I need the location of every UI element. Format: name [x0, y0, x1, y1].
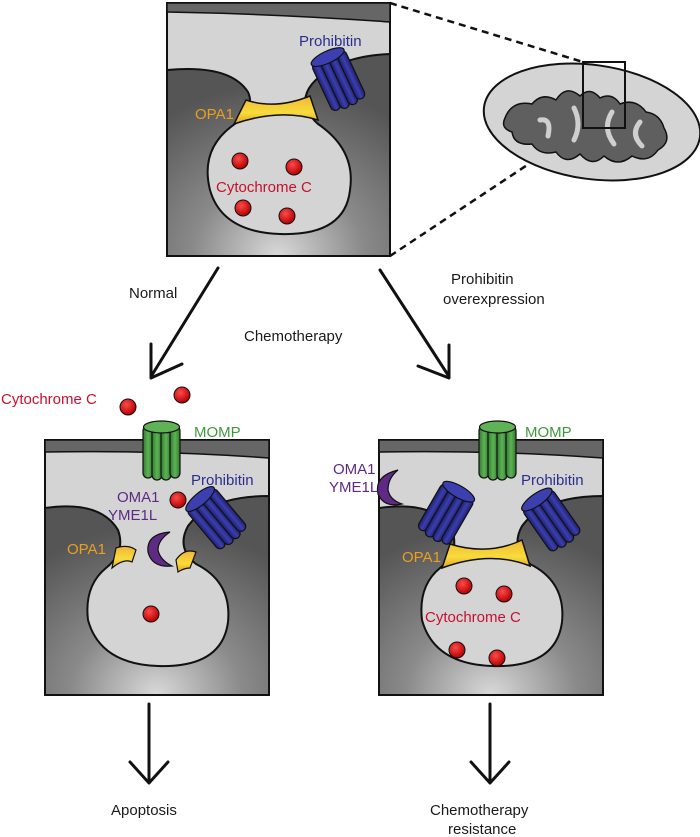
cytochrome-c-molecule: [495, 585, 513, 603]
top-opa1-bridge: [232, 95, 320, 126]
arrow-overexpression: [378, 268, 451, 380]
arrow-to-apoptosis: [128, 702, 170, 785]
outcome-apoptosis: Apoptosis: [111, 802, 177, 819]
cytochrome-c-molecule: [278, 207, 296, 225]
cytochrome-c-molecule: [234, 199, 252, 217]
right-oma1-label: OMA1: [333, 461, 376, 478]
arrow-label-overexpression: overexpression: [443, 291, 545, 308]
arrow-normal: [149, 266, 220, 380]
left-oma1-yme1l-protease: [147, 531, 175, 567]
cytochrome-c-molecule: [169, 491, 187, 509]
outcome-resistance: resistance: [448, 821, 516, 837]
right-opa1-label: OPA1: [402, 549, 441, 566]
left-cristae-membrane: [44, 494, 270, 696]
top-cytochrome-label: Cytochrome C: [216, 179, 312, 196]
zoom-line-top: [389, 1, 584, 64]
top-outer-membrane: [166, 2, 391, 23]
right-yme1l-label: YME1L: [329, 479, 378, 496]
top-prohibitin-complex: [310, 47, 366, 111]
mitochondrion-cristae-folds: [537, 105, 645, 149]
arrow-to-resistance: [469, 702, 511, 785]
left-opa1-fragment: [111, 545, 137, 570]
right-momp-label: MOMP: [525, 424, 572, 441]
arrow-label-prohibitin: Prohibitin: [451, 271, 514, 288]
left-oma1-label: OMA1: [117, 489, 160, 506]
cytochrome-c-molecule: [285, 158, 303, 176]
cytochrome-c-molecule: [231, 152, 249, 170]
cytochrome-c-molecule: [142, 605, 160, 623]
arrow-label-chemotherapy: Chemotherapy: [244, 328, 343, 345]
right-oma1-yme1l-protease: [376, 469, 405, 506]
cytochrome-c-molecule: [173, 386, 191, 404]
right-prohibitin-complex: [417, 480, 476, 545]
zoom-box: [582, 61, 626, 129]
mitochondrion-overview: [482, 61, 700, 182]
left-panel: Cytochrome C MOMP Prohibitin OMA1 YME1L …: [1, 386, 270, 696]
left-yme1l-label: YME1L: [108, 507, 157, 524]
outcome-chemotherapy: Chemotherapy: [430, 802, 529, 819]
right-opa1-bridge: [440, 538, 532, 570]
cytochrome-c-molecule: [119, 398, 137, 416]
right-prohibitin-label: Prohibitin: [521, 472, 584, 489]
top-panel: Prohibitin OPA1 Cytochrome C: [166, 2, 391, 257]
left-prohibitin-label: Prohibitin: [191, 472, 254, 489]
top-opa1-label: OPA1: [195, 106, 234, 123]
cytochrome-c-molecule: [488, 649, 506, 667]
left-opa1-fragment: [175, 550, 197, 574]
left-opa1-label: OPA1: [67, 541, 106, 558]
right-prohibitin-complex: [521, 487, 581, 552]
left-released-cytochrome-label: Cytochrome C: [1, 391, 97, 408]
right-cytochrome-label: Cytochrome C: [425, 609, 521, 626]
right-momp-pore: [478, 420, 517, 481]
right-panel: MOMP OMA1 YME1L Prohibitin OPA1 Cytochro…: [329, 420, 604, 696]
left-momp-pore: [142, 420, 181, 481]
cytochrome-c-molecule: [455, 577, 473, 595]
left-momp-label: MOMP: [194, 424, 241, 441]
cytochrome-c-molecule: [448, 641, 466, 659]
mitochondrion-cristae: [502, 90, 668, 163]
left-prohibitin-complex: [185, 485, 247, 550]
arrow-label-normal: Normal: [129, 285, 177, 302]
top-prohibitin-label: Prohibitin: [299, 33, 362, 50]
